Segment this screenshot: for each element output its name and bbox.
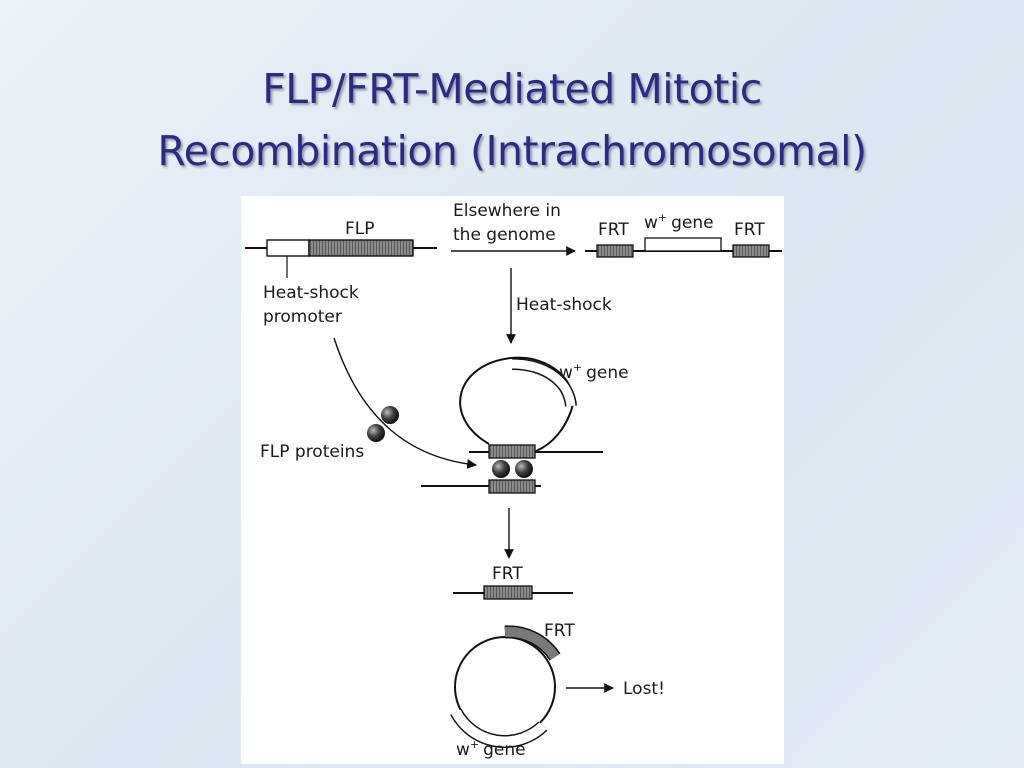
frt-box-product (483, 585, 533, 600)
heat-shock-step-label: Heat-shock (516, 295, 612, 315)
diagram-panel: FLP Heat-shock promoter Elsewhere in the… (241, 196, 784, 764)
flp-label: FLP (345, 219, 375, 239)
flp-protein-bound (515, 460, 533, 478)
w-gene-loop-label: w+gene (559, 361, 629, 383)
lost-label: Lost! (623, 679, 665, 699)
flp-coding-box (308, 239, 414, 257)
elsewhere-label-2: the genome (453, 225, 556, 245)
flp-protein-ball (381, 406, 399, 424)
frt-box-lower (488, 479, 536, 494)
frt-construct (585, 237, 782, 258)
flp-proteins-label: FLP proteins (260, 442, 364, 462)
frt-circle-label: FRT (544, 621, 575, 641)
slide-title: FLP/FRT-Mediated Mitotic Recombination (… (0, 58, 1024, 182)
frt-box-left (596, 244, 634, 258)
looped-chromosome (421, 356, 603, 494)
w-gene-top-label: w+gene (644, 211, 714, 233)
w-gene-arc-circle (451, 709, 547, 747)
frt-box-upper (488, 444, 536, 459)
frt-left-label: FRT (598, 220, 629, 240)
excised-circle (450, 625, 561, 748)
title-line-2: Recombination (Intrachromosomal) (157, 127, 867, 175)
frt-product-label: FRT (492, 564, 523, 584)
flp-transgene (245, 239, 437, 278)
w-gene-arc (511, 359, 576, 407)
w-gene-box (644, 237, 722, 252)
recombination-diagram: FLP Heat-shock promoter Elsewhere in the… (245, 201, 782, 760)
elsewhere-label-1: Elsewhere in (453, 201, 561, 221)
frt-right-label: FRT (734, 220, 765, 240)
w-gene-circle-label: w+gene (456, 738, 526, 760)
frt-box-right (732, 244, 770, 258)
frt-arc (504, 626, 560, 660)
heat-shock-promoter-label-1: Heat-shock (263, 283, 359, 303)
flp-protein-ball (367, 424, 385, 442)
flp-protein-bound (492, 460, 510, 478)
title-line-1: FLP/FRT-Mediated Mitotic (262, 65, 762, 113)
product-chromosome (453, 585, 573, 600)
heat-shock-promoter-box (266, 239, 310, 257)
heat-shock-promoter-label-2: promoter (263, 307, 342, 327)
flp-expression-arrow (333, 337, 477, 469)
